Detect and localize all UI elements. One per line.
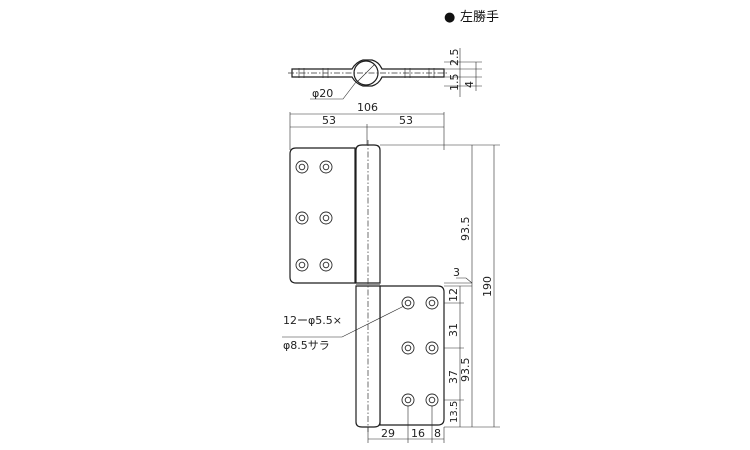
header-title: 左勝手	[460, 10, 499, 25]
overall-width-label: 106	[357, 101, 378, 114]
upper-leaf-holes	[295, 160, 333, 272]
hole-callout: 12ーφ5.5× φ8.5サラ	[282, 305, 405, 352]
gap-leader	[456, 277, 473, 284]
bottom-29-label: 29	[381, 427, 395, 440]
height-dimensions: 3 93.5 93.5 190 12 31 37 13.5	[380, 144, 500, 428]
hinge-knuckle	[355, 140, 381, 432]
callout-line2: φ8.5サラ	[283, 339, 330, 352]
overall-height-label: 190	[481, 276, 494, 297]
thickness-upper: 2.5	[448, 49, 461, 67]
width-dimensions: 106 53 53	[289, 101, 445, 150]
lower-leaf-height-label: 93.5	[459, 358, 472, 383]
bottom-dimensions: 29 16 8	[367, 406, 445, 443]
upper-leaf-height-label: 93.5	[459, 217, 472, 242]
pitch-top-label: 12	[447, 288, 460, 302]
lower-leaf-plate	[379, 285, 445, 426]
pitch-bottom-label: 37	[447, 370, 460, 384]
lower-leaf	[379, 285, 445, 426]
bottom-margin-label: 13.5	[449, 401, 460, 423]
thickness-total: 4	[463, 81, 476, 88]
callout-line1: 12ーφ5.5×	[283, 314, 342, 327]
bottom-8-label: 8	[434, 427, 441, 440]
diameter-label: φ20	[312, 87, 333, 100]
right-half-label: 53	[399, 114, 413, 127]
top-view: 2.5 1.5 4 φ20	[288, 48, 482, 100]
bottom-16-label: 16	[411, 427, 425, 440]
pitch-mid-label: 31	[447, 323, 460, 337]
gap-label: 3	[453, 266, 460, 279]
callout-leader	[282, 305, 405, 338]
left-half-label: 53	[322, 114, 336, 127]
thickness-lower: 1.5	[448, 74, 461, 92]
upper-leaf	[289, 147, 356, 284]
diameter-leader	[310, 81, 357, 100]
header-bullet: ●	[444, 10, 455, 25]
upper-leaf-plate	[289, 147, 356, 284]
lower-leaf-holes	[401, 296, 439, 407]
top-view-holes	[298, 68, 435, 78]
